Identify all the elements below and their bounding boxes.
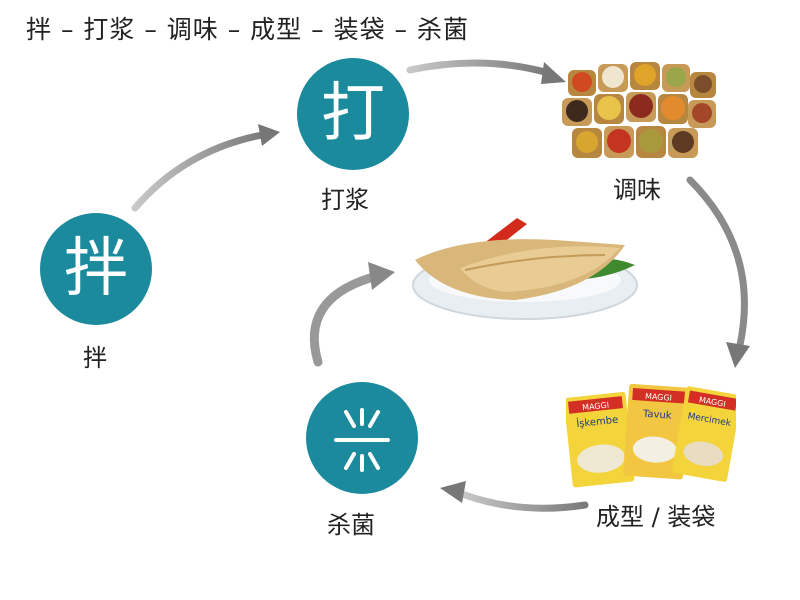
step-mix-glyph: 拌	[64, 232, 128, 306]
step-season-label: 调味	[613, 176, 661, 204]
step-beat-circle: 打	[297, 58, 409, 170]
step-sterilize-circle	[306, 382, 418, 494]
step-mix-circle: 拌	[40, 213, 152, 325]
fish-tofu-plate-image	[412, 218, 638, 320]
arrow-beat-to-season	[406, 59, 566, 84]
packet-brand-1: MAGGI	[582, 401, 610, 413]
arrow-shape-to-sterilize	[440, 481, 589, 512]
process-title: 拌 – 打浆 – 调味 – 成型 – 装袋 – 杀菌	[26, 15, 469, 44]
spice-bags-image	[562, 62, 716, 158]
sterilize-lines-icon	[334, 408, 390, 472]
arrow-mix-to-beat	[131, 124, 280, 212]
arrow-season-to-shape	[686, 176, 750, 368]
soup-packets-image: MAGGI İşkembe MAGGI Tavuk MAGGI Mercimek	[566, 383, 736, 488]
step-shape-bag-label: 成型 / 装袋	[596, 503, 716, 531]
arrow-sterilize-to-product	[309, 262, 395, 367]
packet-brand-2: MAGGI	[645, 392, 673, 403]
step-mix-label: 拌	[83, 344, 107, 372]
step-beat-glyph: 打	[321, 77, 385, 151]
step-beat-label: 打浆	[321, 186, 369, 214]
packet-name-1: İşkembe	[576, 413, 619, 430]
packet-name-2: Tavuk	[642, 409, 673, 422]
step-sterilize-label: 杀菌	[327, 511, 375, 539]
